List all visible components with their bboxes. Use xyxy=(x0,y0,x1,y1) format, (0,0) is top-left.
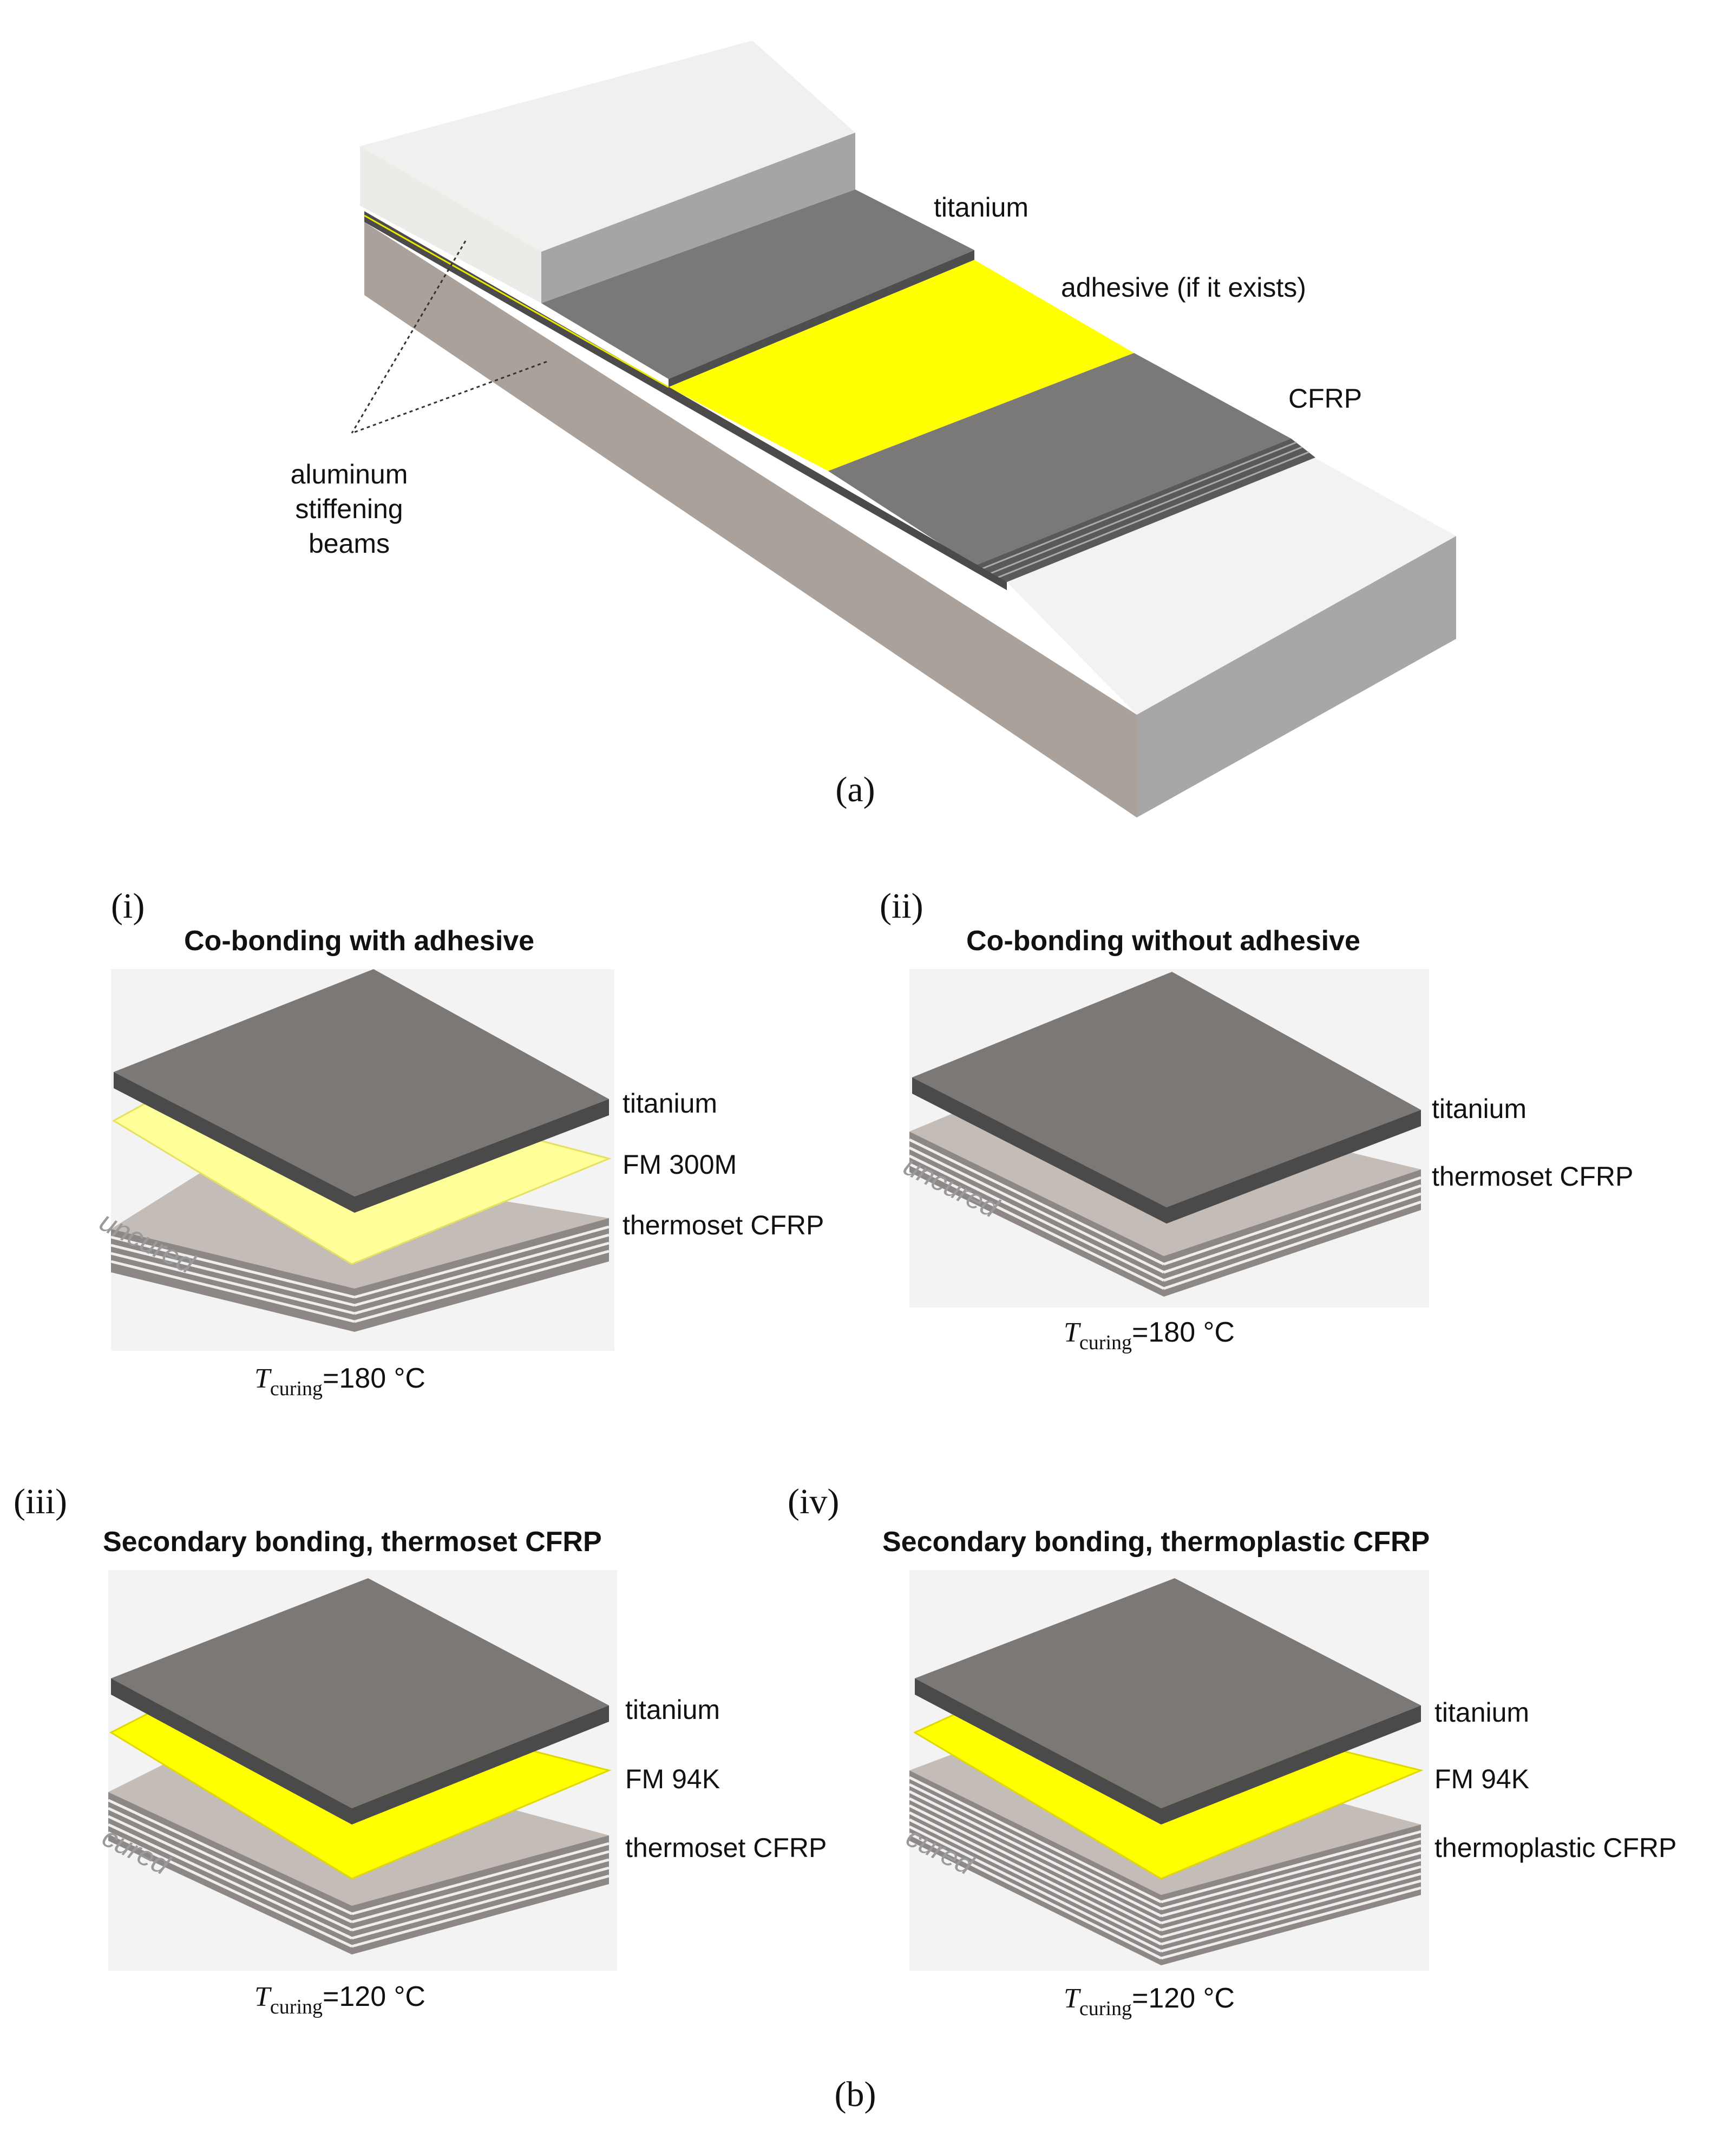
titanium-plate xyxy=(111,1578,609,1808)
label-aluminum-line1: aluminum xyxy=(291,459,408,489)
curing-temperature: Tcuring=120 °C xyxy=(1064,1983,1235,2020)
leader-line xyxy=(351,361,547,434)
label-adhesive-a: adhesive (if it exists) xyxy=(1061,272,1306,303)
cfrp-lamina-line xyxy=(995,451,1309,579)
panel-iv: (iv) Secondary bonding, thermoplastic CF… xyxy=(788,1482,1676,2020)
panel-roman: (ii) xyxy=(880,886,923,926)
panel-title: Secondary bonding, thermoset CFRP xyxy=(103,1526,602,1558)
cfrp-strip xyxy=(828,353,1291,566)
titanium-plate-edge-right xyxy=(1167,1110,1421,1224)
titanium-plate-edge-left xyxy=(915,1678,1161,1825)
titanium-plate-edge-right xyxy=(355,1099,609,1213)
panel-roman: (iv) xyxy=(788,1482,839,1521)
panel-roman: (iii) xyxy=(14,1482,67,1521)
layer-label-adhesive: FM 94K xyxy=(1434,1764,1529,1794)
aluminum-block-left-face xyxy=(360,146,541,303)
layer-label-cfrp: thermoset CFRP xyxy=(625,1833,827,1863)
layer-label-titanium: titanium xyxy=(623,1088,717,1119)
label-aluminum-line2: stiffening xyxy=(295,494,403,524)
titanium-plate-edge-left xyxy=(111,1678,352,1825)
adhesive-interface-line xyxy=(364,214,669,388)
curing-temperature: Tcuring=180 °C xyxy=(1064,1317,1235,1354)
panel-title: Secondary bonding, thermoplastic CFRP xyxy=(882,1526,1430,1558)
layer-label-titanium: titanium xyxy=(625,1695,720,1725)
leader-line xyxy=(351,240,467,434)
panel-title: Co-bonding with adhesive xyxy=(184,925,534,957)
curing-temperature: Tcuring=120 °C xyxy=(254,1981,425,2018)
layer-label-cfrp: thermoset CFRP xyxy=(1432,1161,1633,1192)
panel-ii: (ii) Co-bonding without adhesive uncured… xyxy=(880,886,1633,1354)
adhesive-strip xyxy=(669,260,1134,471)
titanium-plate-edge-right xyxy=(352,1705,609,1825)
panel-i: (i) Co-bonding with adhesive uncured tit… xyxy=(95,886,824,1400)
caption-b: (b) xyxy=(835,2075,876,2114)
label-cfrp-a: CFRP xyxy=(1288,383,1362,414)
layer-label-adhesive: FM 94K xyxy=(625,1764,720,1794)
panel-title: Co-bonding without adhesive xyxy=(966,925,1360,957)
cfrp-lamina-line xyxy=(987,446,1302,576)
titanium-strip xyxy=(541,189,974,379)
layer-label-cfrp: thermoplastic CFRP xyxy=(1434,1833,1676,1863)
label-titanium-a: titanium xyxy=(934,192,1029,223)
label-aluminum-line3: beams xyxy=(309,528,390,559)
titanium-plate-edge-right xyxy=(1161,1705,1421,1825)
layer-label-titanium: titanium xyxy=(1434,1697,1529,1728)
titanium-plate-edge-left xyxy=(114,1072,355,1213)
panel-iii: (iii) Secondary bonding, thermoset CFRP … xyxy=(14,1482,827,2018)
panel-roman: (i) xyxy=(111,886,145,926)
curing-temperature: Tcuring=180 °C xyxy=(254,1363,425,1400)
aluminum-block-top xyxy=(360,41,855,252)
aluminum-beam-top-right xyxy=(1007,449,1456,715)
layer-label-titanium: titanium xyxy=(1432,1094,1527,1124)
titanium-strip-edge xyxy=(669,250,974,387)
titanium-plate xyxy=(912,972,1421,1207)
aluminum-beam-front-face xyxy=(364,222,1137,818)
titanium-plate xyxy=(114,969,609,1197)
titanium-plate-edge-left xyxy=(912,1077,1167,1224)
specimen-3d-diagram xyxy=(351,41,1456,818)
layer-label-adhesive: FM 300M xyxy=(623,1149,737,1180)
cfrp-lamina-line xyxy=(979,441,1297,571)
aluminum-beam-end-face xyxy=(1137,536,1456,818)
aluminum-block-right-face xyxy=(541,133,855,303)
titanium-plate xyxy=(915,1578,1421,1808)
caption-a: (a) xyxy=(835,770,875,809)
layer-label-cfrp: thermoset CFRP xyxy=(623,1210,824,1240)
